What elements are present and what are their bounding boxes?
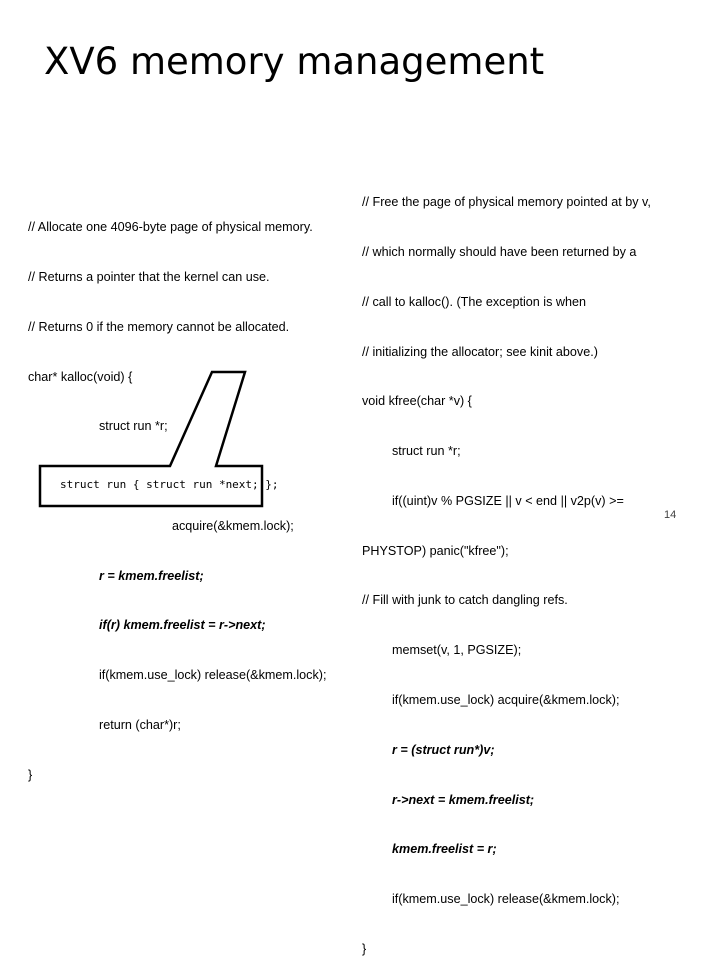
kalloc-code-line: return (char*)r; — [99, 718, 181, 732]
kfree-comment-line: // Fill with junk to catch dangling refs… — [362, 593, 568, 608]
kalloc-closing-brace: } — [28, 767, 33, 782]
kalloc-comment-line: // Allocate one 4096-byte page of physic… — [28, 220, 313, 235]
callout-bubble — [38, 370, 264, 508]
callout-text: struct run { struct run *next; }; — [60, 478, 279, 491]
kfree-code-line: if((uint)v % PGSIZE || v < end || v2p(v)… — [392, 493, 624, 508]
kalloc-comment-line: // Returns 0 if the memory cannot be all… — [28, 319, 290, 334]
kalloc-code-line: acquire(&kmem.lock); — [172, 518, 294, 533]
kfree-highlight-line: r = (struct run*)v; — [392, 742, 495, 757]
kalloc-highlight-line: if(r) kmem.freelist = r->next; — [99, 618, 266, 633]
callout-shape — [38, 370, 264, 508]
kalloc-comment-line: // Returns a pointer that the kernel can… — [28, 269, 270, 284]
kfree-code-line: if(kmem.use_lock) release(&kmem.lock); — [392, 892, 620, 907]
slide-title: XV6 memory management — [44, 40, 545, 83]
kfree-code-line: memset(v, 1, PGSIZE); — [392, 643, 522, 658]
kfree-comment-line: // which normally should have been retur… — [362, 244, 637, 259]
kalloc-code-line: struct run *r; — [99, 419, 168, 434]
kfree-code-line: if(kmem.use_lock) acquire(&kmem.lock); — [392, 693, 620, 707]
kalloc-highlight-line: r = kmem.freelist; — [99, 568, 204, 583]
kfree-comment-line: // call to kalloc(). (The exception is w… — [362, 294, 586, 309]
kfree-highlight-line: r->next = kmem.freelist; — [392, 792, 535, 807]
page-number: 14 — [664, 509, 677, 521]
kfree-comment-line: // Free the page of physical memory poin… — [362, 195, 651, 210]
kfree-highlight-line: kmem.freelist = r; — [392, 842, 497, 857]
kfree-code-line: PHYSTOP) panic("kfree"); — [362, 543, 509, 558]
kfree-closing-brace: } — [362, 941, 367, 956]
kalloc-code-line: if(kmem.use_lock) release(&kmem.lock); — [99, 668, 327, 683]
kfree-comment-line: // initializing the allocator; see kinit… — [362, 344, 598, 359]
kalloc-signature-line: char* kalloc(void) { — [28, 369, 133, 384]
kfree-signature-line: void kfree(char *v) { — [362, 394, 472, 409]
kfree-code-line: struct run *r; — [392, 444, 461, 459]
